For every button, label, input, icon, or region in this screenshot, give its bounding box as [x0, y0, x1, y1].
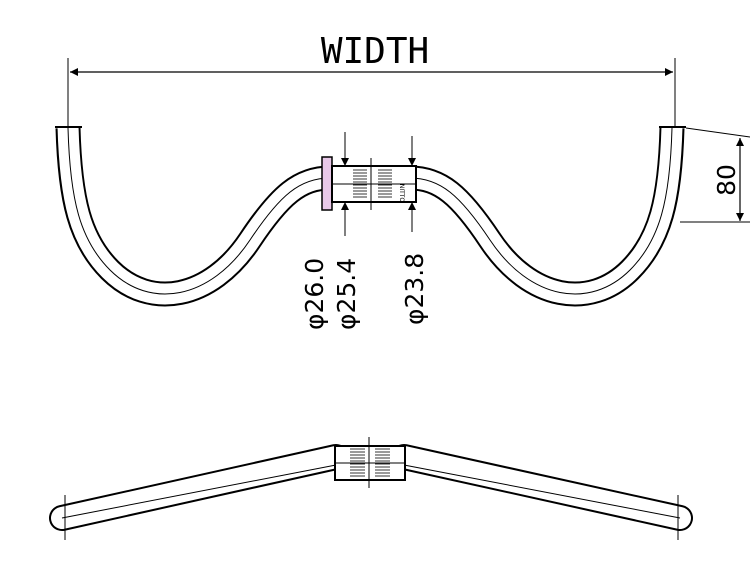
- width-label: WIDTH: [321, 31, 429, 72]
- front-view-handlebar: [49, 437, 693, 540]
- width-dimension: WIDTH: [67, 31, 676, 128]
- diameter-23-8-label: φ23.8: [400, 253, 429, 325]
- diameter-arrows: [341, 132, 416, 236]
- drop-80-label: 80: [712, 164, 741, 196]
- clamp-section: NITTO: [321, 156, 417, 211]
- diameter-26-label: φ26.0: [300, 258, 329, 330]
- drop-dimension: 80: [680, 127, 750, 223]
- diameter-25-4-label: φ25.4: [332, 258, 361, 330]
- brand-marking: NITTO: [398, 184, 405, 202]
